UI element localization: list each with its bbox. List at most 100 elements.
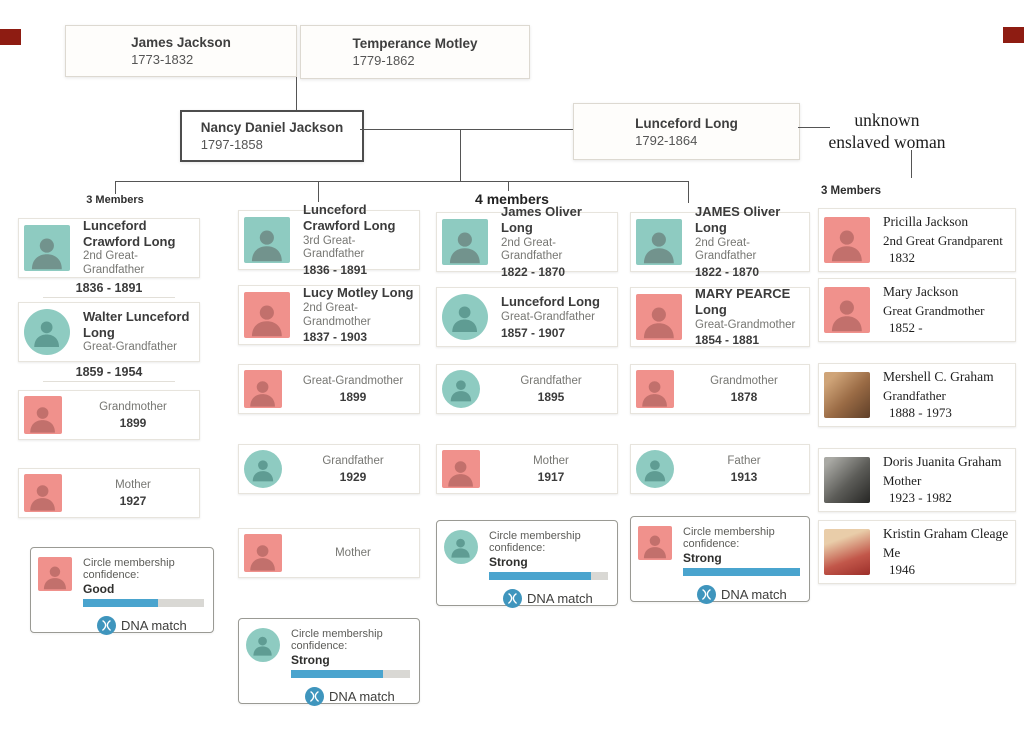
person-dates: 1832 <box>889 250 915 266</box>
person-name: Lunceford Crawford Long <box>83 218 176 249</box>
person-relation: Mother <box>883 472 922 488</box>
confidence-label: Circle membership confidence: <box>489 530 581 554</box>
confidence-level: Strong <box>489 555 528 569</box>
connector-line <box>460 129 461 182</box>
person-relation: 2nd Great-Grandmother <box>303 301 371 328</box>
person-relation: Mother <box>533 454 569 467</box>
person-name: Mershell C. Graham <box>883 369 994 385</box>
person-card[interactable]: Mother <box>238 528 420 578</box>
person-name: Lunceford Crawford Long <box>303 202 396 234</box>
person-silhouette-icon <box>244 217 290 263</box>
person-silhouette-icon <box>636 219 682 265</box>
person-dates: 1878 <box>730 389 758 404</box>
portrait-photo <box>824 529 870 575</box>
ancestor-box-nancy-daniel-jackson[interactable]: Nancy Daniel Jackson 1797-1858 <box>180 110 364 162</box>
person-relation: 3rd Great-Grandfather <box>303 234 365 261</box>
connector-line <box>115 181 689 182</box>
dna-icon <box>305 687 324 706</box>
confidence-label: Circle membership confidence: <box>83 557 175 581</box>
person-dates: 1923 - 1982 <box>889 490 952 506</box>
person-dates: 1913 <box>730 469 758 484</box>
ancestor-box-james-jackson[interactable]: James Jackson 1773-1832 <box>65 25 297 77</box>
dna-icon <box>697 585 716 604</box>
dna-match-link[interactable]: DNA match <box>697 585 800 604</box>
ancestor-box-lunceford-long[interactable]: Lunceford Long 1792-1864 <box>573 103 800 160</box>
dna-match-label: DNA match <box>121 618 187 633</box>
person-silhouette-icon <box>636 450 674 488</box>
ancestor-box-temperance-motley[interactable]: Temperance Motley 1779-1862 <box>300 25 530 79</box>
person-silhouette-icon <box>824 217 870 263</box>
person-name: Lunceford Long <box>635 115 738 131</box>
red-mark-left <box>0 29 21 45</box>
connector-line <box>296 77 297 110</box>
confidence-label: Circle membership confidence: <box>291 628 383 652</box>
confidence-progressbar <box>83 599 204 607</box>
person-relation: Great-Grandfather <box>501 310 595 323</box>
person-silhouette-icon <box>24 225 70 271</box>
person-relation: Great-Grandmother <box>695 318 796 331</box>
person-silhouette-icon <box>244 292 290 338</box>
person-name: Pricilla Jackson <box>883 214 969 230</box>
card-slot: Mother <box>238 528 420 578</box>
dna-match-link[interactable]: DNA match <box>305 687 410 706</box>
dna-match-link[interactable]: DNA match <box>503 589 608 608</box>
dna-match-link[interactable]: DNA match <box>97 616 204 635</box>
confidence-progressbar <box>489 572 608 580</box>
connector-line <box>360 129 573 130</box>
person-name: Kristin Graham Cleage <box>883 526 1009 542</box>
person-dates: 1888 - 1973 <box>889 405 952 421</box>
confidence-label: Circle membership confidence: <box>683 526 775 550</box>
person-dates: 1899 <box>339 389 367 404</box>
person-silhouette-icon <box>636 370 674 408</box>
person-relation: 2nd Great-Grandfather <box>83 250 145 277</box>
unknown-line1: unknown <box>854 110 920 130</box>
person-name: JAMES Oliver Long <box>695 204 781 236</box>
person-name: Temperance Motley <box>352 36 478 51</box>
person-dates: 1822 - 1870 <box>501 265 566 280</box>
ancestor-box-text: Temperance Motley 1779-1862 <box>352 36 477 68</box>
